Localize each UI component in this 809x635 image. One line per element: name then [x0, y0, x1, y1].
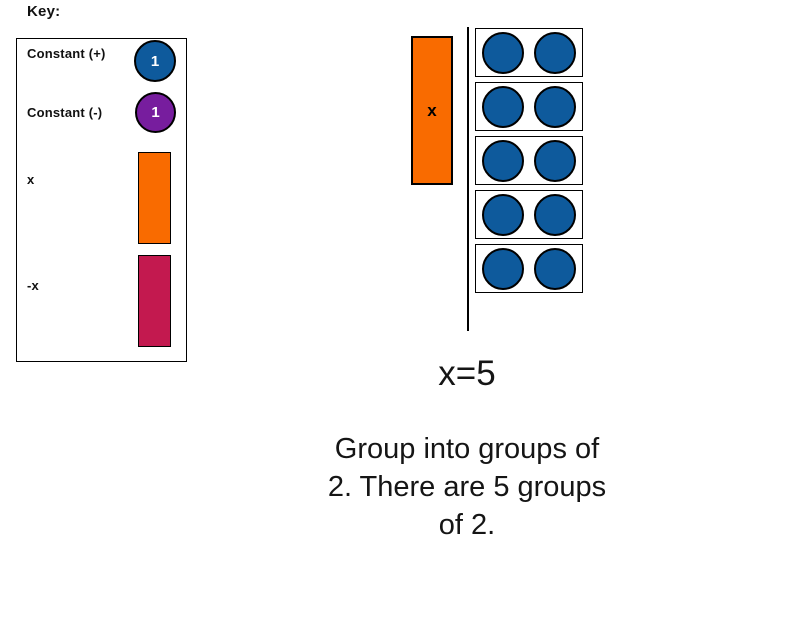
key-box: Constant (+) 1 Constant (-) 1 x -x [16, 38, 187, 362]
groups-container [475, 28, 583, 293]
equals-divider-line [467, 27, 469, 331]
unit-circle [482, 247, 524, 290]
unit-circle [534, 139, 576, 182]
unit-circle [534, 85, 576, 128]
unit-circle [482, 85, 524, 128]
x-variable-tile: x [411, 36, 453, 185]
caption-text: Group into groups of 2. There are 5 grou… [328, 430, 606, 544]
group-box [475, 28, 583, 77]
x-variable-tile-label: x [427, 100, 437, 120]
group-box [475, 190, 583, 239]
negative-constant-value: 1 [151, 104, 160, 121]
caption-line-1: Group into groups of [334, 433, 600, 465]
negative-constant-tile: 1 [135, 92, 176, 133]
group-box [475, 244, 583, 293]
unit-circle [482, 139, 524, 182]
unit-circle [534, 247, 576, 290]
caption-line-3: of 2. [438, 509, 496, 541]
key-label-constant-positive: Constant (+) [27, 46, 106, 61]
unit-circle [482, 31, 524, 74]
x-tile-key [138, 152, 171, 244]
positive-constant-value: 1 [150, 52, 160, 70]
negative-x-tile-key [138, 255, 171, 347]
caption-line-2: 2. There are 5 groups [327, 471, 607, 503]
positive-constant-tile: 1 [134, 40, 176, 82]
key-title: Key: [27, 3, 61, 20]
key-label-constant-negative: Constant (-) [27, 105, 103, 120]
group-box [475, 82, 583, 131]
unit-circle [534, 31, 576, 74]
key-label-negative-x: -x [27, 278, 39, 293]
unit-circle [534, 193, 576, 236]
equation-text: x=5 [438, 354, 496, 393]
group-box [475, 136, 583, 185]
unit-circle [482, 193, 524, 236]
key-label-x: x [27, 172, 35, 187]
